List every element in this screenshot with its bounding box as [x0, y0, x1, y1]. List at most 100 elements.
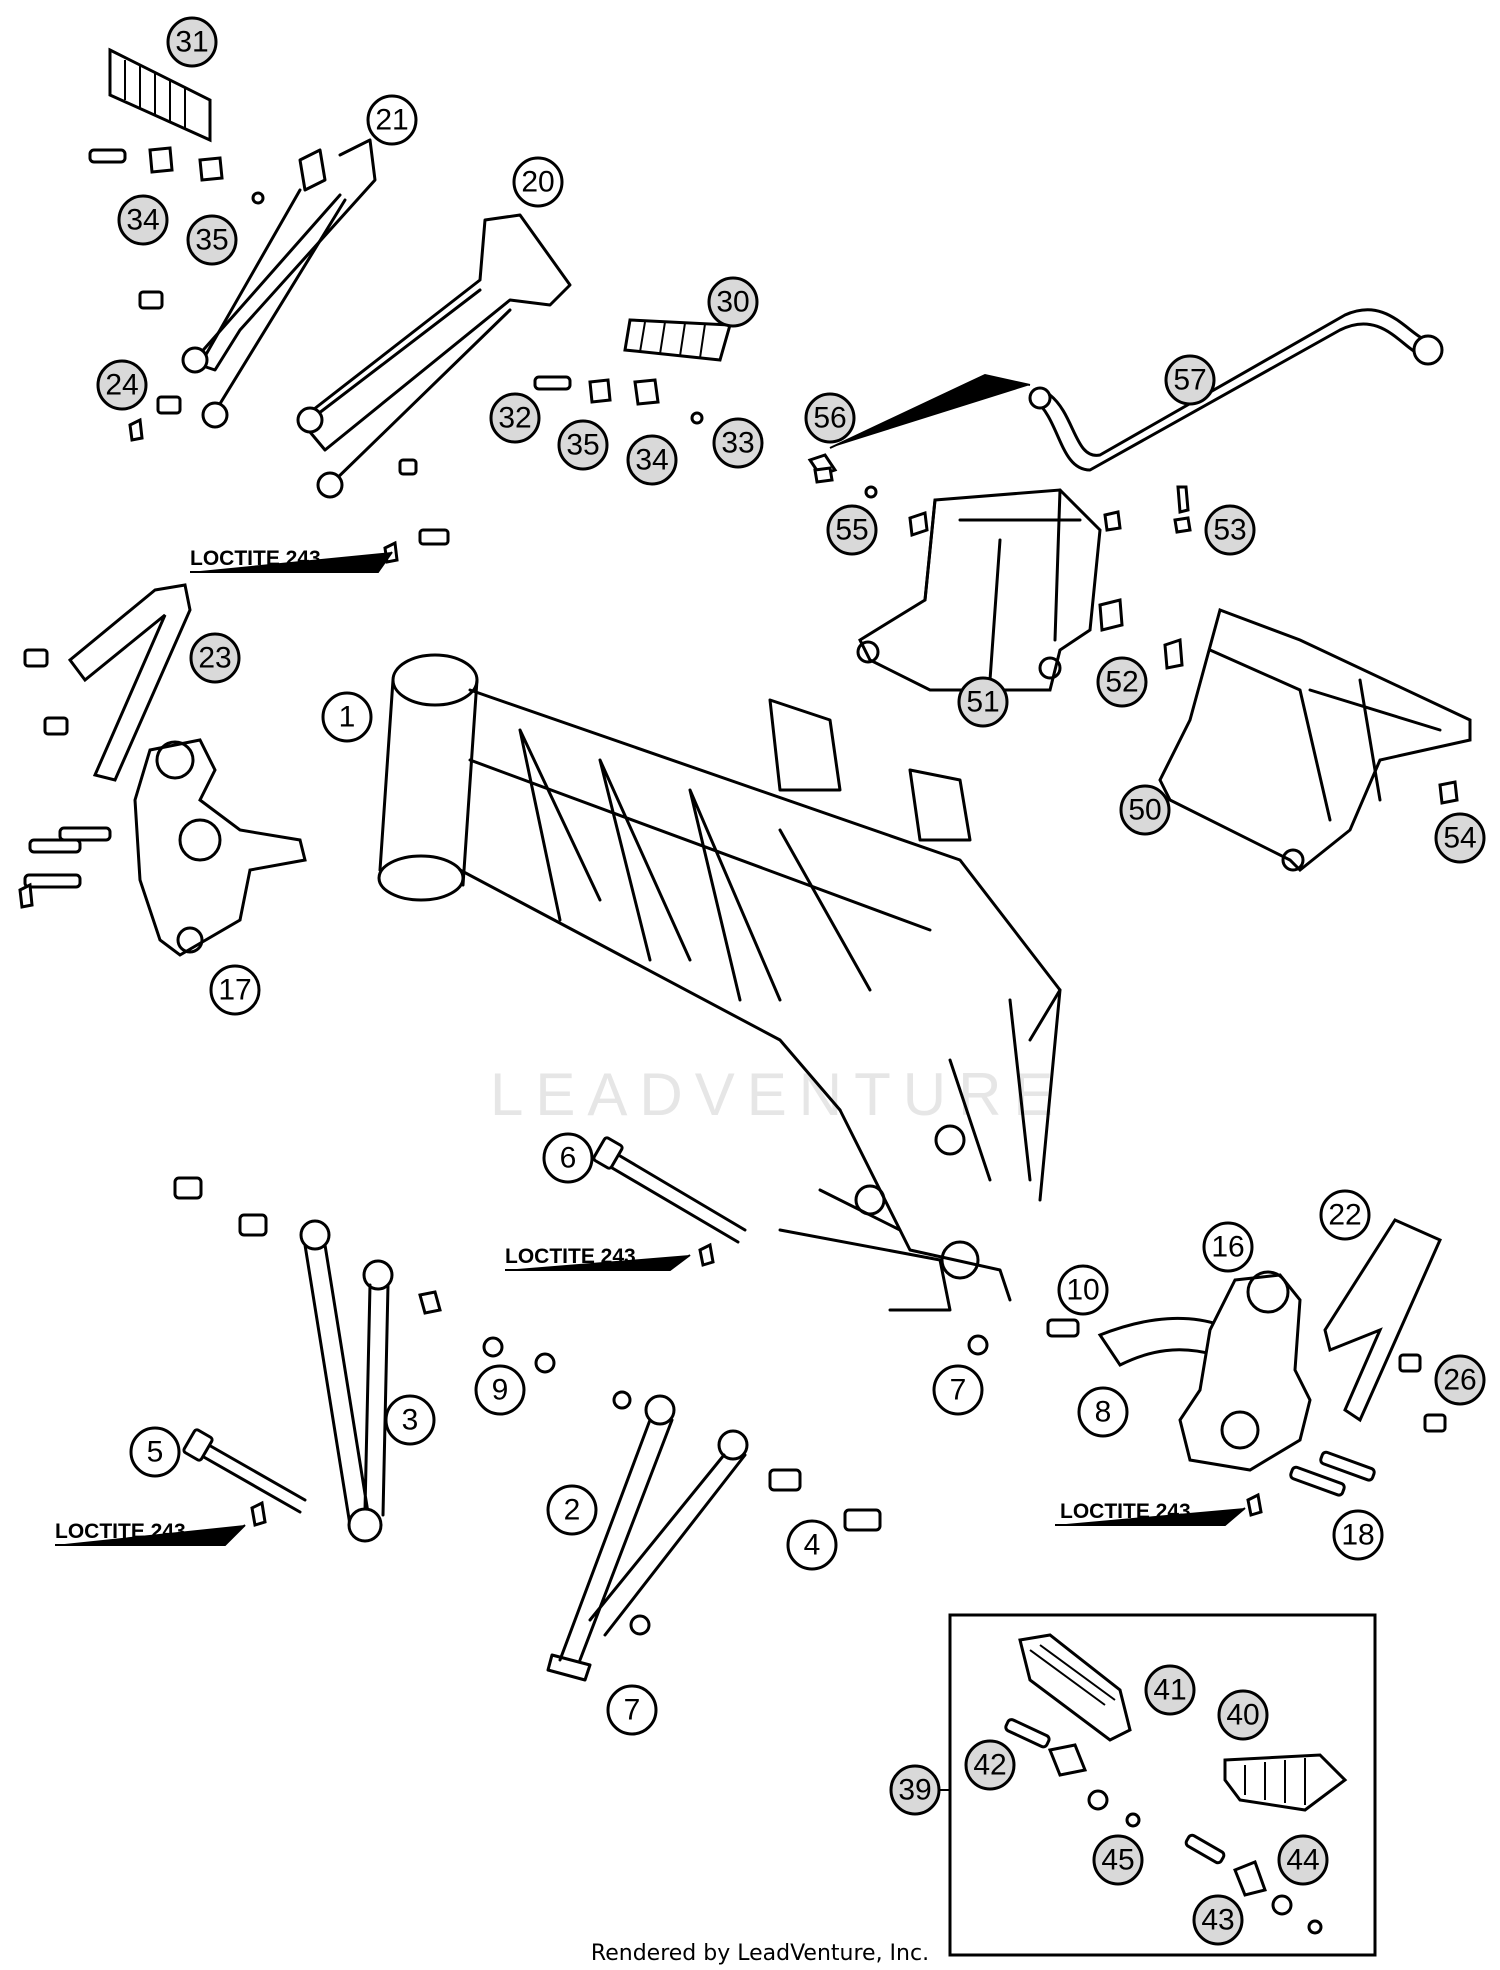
- callout-55: 55: [826, 504, 878, 556]
- svg-text:35: 35: [566, 429, 599, 462]
- svg-text:17: 17: [218, 974, 251, 1007]
- svg-text:56: 56: [813, 402, 846, 435]
- svg-text:51: 51: [966, 686, 999, 719]
- bolts-18-part: [1246, 1450, 1376, 1517]
- svg-text:53: 53: [1213, 514, 1246, 547]
- svg-text:30: 30: [716, 286, 749, 319]
- svg-text:24: 24: [105, 369, 138, 402]
- svg-text:5: 5: [147, 1436, 164, 1469]
- svg-text:21: 21: [375, 104, 408, 137]
- pedal-assembly-17-part: [18, 738, 307, 957]
- callout-18: 18: [1332, 1509, 1384, 1561]
- tube-57-part: [829, 308, 1444, 472]
- callout-16: 16: [1202, 1221, 1254, 1273]
- svg-text:1: 1: [339, 701, 356, 734]
- callout-4: 4: [786, 1519, 838, 1571]
- loctite-note-right: LOCTITE 243: [1055, 1500, 1246, 1526]
- svg-text:52: 52: [1105, 666, 1138, 699]
- svg-text:7: 7: [950, 1374, 967, 1407]
- callout-30: 30: [707, 276, 759, 328]
- svg-text:57: 57: [1173, 364, 1206, 397]
- svg-text:22: 22: [1328, 1199, 1361, 1232]
- svg-text:41: 41: [1153, 1674, 1186, 1707]
- callout-8: 8: [1077, 1386, 1129, 1438]
- svg-text:50: 50: [1128, 794, 1161, 827]
- footer-credit: Rendered by LeadVenture, Inc.: [591, 1941, 929, 1966]
- callout-24: 24: [96, 359, 148, 411]
- callout-45: 45: [1092, 1834, 1144, 1886]
- callout-17: 17: [209, 964, 261, 1016]
- loctite-note-left: LOCTITE 243: [55, 1520, 246, 1546]
- svg-text:8: 8: [1095, 1396, 1112, 1429]
- svg-text:54: 54: [1443, 822, 1476, 855]
- svg-text:33: 33: [721, 427, 754, 460]
- svg-text:35: 35: [195, 224, 228, 257]
- footpeg-41-part: [1018, 1633, 1132, 1742]
- svg-text:2: 2: [564, 1494, 581, 1527]
- callout-7-upper: 7: [932, 1364, 984, 1416]
- main-frame-part: [377, 653, 1062, 1312]
- svg-text:31: 31: [175, 26, 208, 59]
- callout-40: 40: [1217, 1689, 1269, 1741]
- callout-10: 10: [1057, 1264, 1109, 1316]
- svg-text:34: 34: [635, 444, 668, 477]
- callout-50: 50: [1119, 784, 1171, 836]
- small-hardware-airbox: [807, 453, 1192, 534]
- callout-42: 42: [964, 1739, 1016, 1791]
- callout-5: 5: [129, 1426, 181, 1478]
- callout-39: 39: [889, 1764, 941, 1816]
- svg-text:32: 32: [498, 402, 531, 435]
- svg-text:10: 10: [1066, 1274, 1099, 1307]
- callout-54: 54: [1434, 812, 1486, 864]
- footpeg-rubber-31-part: [108, 47, 212, 143]
- pedal-assembly-16-part: [1178, 1270, 1312, 1472]
- callout-21: 21: [366, 94, 418, 146]
- loctite-note-center: LOCTITE 243: [505, 1245, 691, 1271]
- callout-32: 32: [489, 392, 541, 444]
- callout-1: 1: [321, 691, 373, 743]
- callout-51: 51: [957, 676, 1009, 728]
- callout-41: 41: [1144, 1664, 1196, 1716]
- callout-23: 23: [189, 632, 241, 684]
- svg-text:7: 7: [624, 1694, 641, 1727]
- svg-text:44: 44: [1286, 1844, 1319, 1877]
- svg-text:20: 20: [521, 166, 554, 199]
- footpeg-kit-box: [948, 1613, 1377, 1957]
- callout-31: 31: [166, 16, 218, 68]
- rear-footrest-bracket-right-part: [296, 213, 572, 499]
- callout-3: 3: [384, 1394, 436, 1446]
- callout-35-lower: 35: [557, 419, 609, 471]
- callout-52: 52: [1096, 656, 1148, 708]
- svg-text:45: 45: [1101, 1844, 1134, 1877]
- airbox-51-part: [856, 488, 1124, 692]
- svg-text:34: 34: [126, 204, 159, 237]
- svg-text:40: 40: [1226, 1699, 1259, 1732]
- svg-text:18: 18: [1341, 1519, 1374, 1552]
- airbox-50-part: [1158, 608, 1472, 873]
- callout-44: 44: [1277, 1834, 1329, 1886]
- svg-text:26: 26: [1443, 1364, 1476, 1397]
- bolt-5-part: [182, 1428, 307, 1514]
- bolt-6-part: [592, 1136, 747, 1244]
- svg-text:42: 42: [973, 1749, 1006, 1782]
- svg-text:43: 43: [1201, 1904, 1234, 1937]
- link-22-part: [1323, 1218, 1447, 1433]
- callout-43: 43: [1192, 1894, 1244, 1946]
- callout-34-upper: 34: [117, 194, 169, 246]
- svg-text:9: 9: [492, 1374, 509, 1407]
- watermark: LEADVENTURE: [490, 1061, 1065, 1128]
- callout-57: 57: [1164, 354, 1216, 406]
- kit-hardware: [1004, 1718, 1323, 1935]
- guide-8-part: [1046, 1316, 1222, 1367]
- callout-34-lower: 34: [626, 434, 678, 486]
- svg-text:16: 16: [1211, 1231, 1244, 1264]
- svg-text:55: 55: [835, 514, 868, 547]
- svg-text:4: 4: [804, 1529, 821, 1562]
- svg-text:23: 23: [198, 642, 231, 675]
- left-strut-part: [299, 1219, 394, 1543]
- callout-26: 26: [1434, 1354, 1486, 1406]
- callout-53: 53: [1204, 504, 1256, 556]
- link-23-part: [23, 583, 192, 782]
- small-hardware-lower: [173, 1176, 989, 1636]
